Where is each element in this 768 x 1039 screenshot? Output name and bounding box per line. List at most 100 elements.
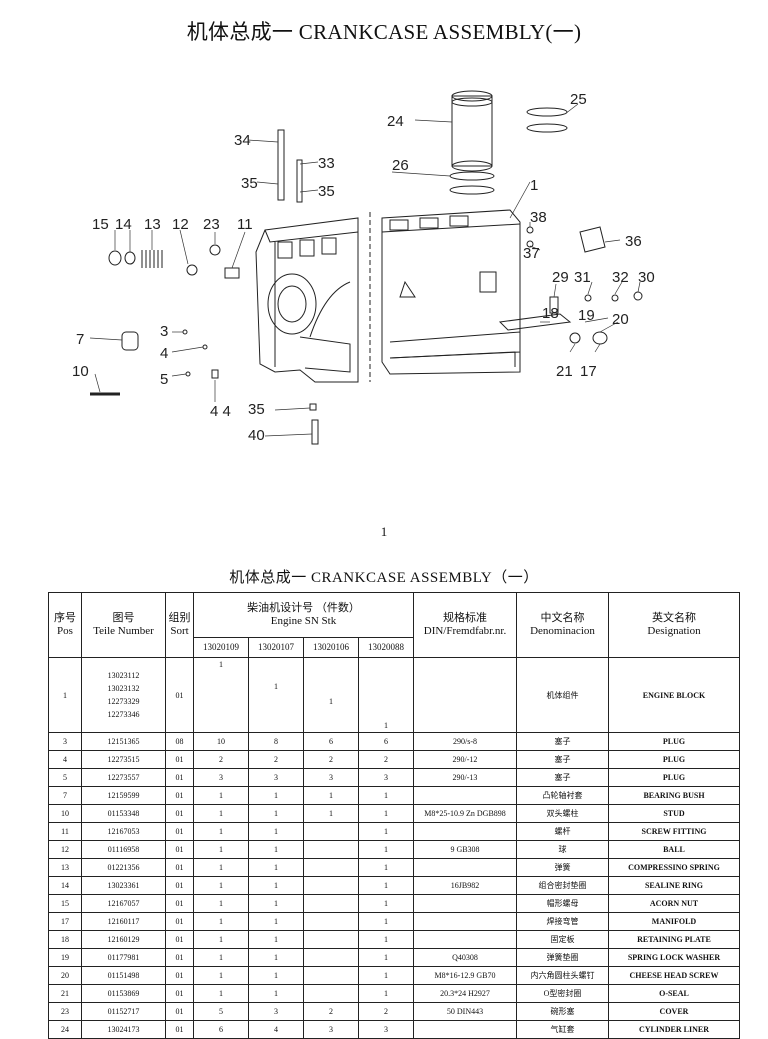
cell-part: 13024173 [81, 1020, 166, 1039]
cell-en: COVER [608, 1002, 740, 1021]
cell-sort: 01 [165, 948, 194, 967]
cell-sort: 01 [165, 840, 194, 859]
cell-sort: 01 [165, 984, 194, 1003]
block-left-outline [255, 217, 359, 383]
cell-pos: 1 [48, 657, 82, 733]
cell-q1: 1 [193, 966, 249, 985]
cell-q3: 2 [303, 750, 359, 769]
cell-part: 01153869 [81, 984, 166, 1003]
cell-q3: 2 [303, 1002, 359, 1021]
callout-36: 36 [625, 233, 642, 250]
cell-q4: 1 [358, 858, 414, 877]
cell-zh: 内六角圆柱头螺钉 [516, 966, 609, 985]
callout-5: 5 [160, 371, 168, 388]
callout-35-c: 35 [248, 401, 265, 418]
callout-3: 3 [160, 323, 168, 340]
cell-sort: 01 [165, 657, 194, 733]
cell-zh: 双头螺柱 [516, 804, 609, 823]
callout-30: 30 [638, 269, 655, 286]
cell-pos: 17 [48, 912, 82, 931]
cell-q2: 1 [248, 840, 304, 859]
cell-pos: 11 [48, 822, 82, 841]
cell-en: BALL [608, 840, 740, 859]
cell-std: 16JB982 [413, 876, 517, 895]
cell-sort: 01 [165, 768, 194, 787]
cell-en: ENGINE BLOCK [608, 657, 740, 733]
cell-q3: 3 [303, 1020, 359, 1039]
cell-pos: 13 [48, 858, 82, 877]
cell-q4: 1 [358, 786, 414, 805]
cell-pos: 19 [48, 948, 82, 967]
cell-std [413, 894, 517, 913]
callout-12: 12 [172, 216, 189, 233]
cell-q1: 2 [193, 750, 249, 769]
callout-20: 20 [612, 311, 629, 328]
cell-part: 12160117 [81, 912, 166, 931]
cell-q1: 3 [193, 768, 249, 787]
callout-37: 37 [523, 245, 540, 262]
cell-q1: 1 [193, 657, 249, 733]
cell-std: M8*16-12.9 GB70 [413, 966, 517, 985]
cell-zh: 凸轮轴衬套 [516, 786, 609, 805]
cell-q3 [303, 894, 359, 913]
cell-q2: 1 [248, 786, 304, 805]
cell-q3: 1 [303, 657, 359, 733]
callout-1: 1 [530, 177, 538, 194]
cell-std: Q40308 [413, 948, 517, 967]
cell-sort: 01 [165, 1002, 194, 1021]
callout-29: 29 [552, 269, 569, 286]
callout-24: 24 [387, 113, 404, 130]
cell-pos: 15 [48, 894, 82, 913]
cell-q3 [303, 876, 359, 895]
cell-q3 [303, 984, 359, 1003]
cell-en: CHEESE HEAD SCREW [608, 966, 740, 985]
cell-part: 13023361 [81, 876, 166, 895]
header-engine-sn: 柴油机设计号 （件数）Engine SN Stk [193, 592, 414, 638]
callout-7: 7 [76, 331, 84, 348]
callout-18: 18 [542, 305, 559, 322]
cell-sort: 01 [165, 930, 194, 949]
cell-pos: 24 [48, 1020, 82, 1039]
cell-q2: 1 [248, 894, 304, 913]
cell-part: 12167053 [81, 822, 166, 841]
callout-15: 15 [92, 216, 109, 233]
cell-part: 01151498 [81, 966, 166, 985]
cell-q4: 2 [358, 1002, 414, 1021]
cell-pos: 18 [48, 930, 82, 949]
cell-sort: 01 [165, 876, 194, 895]
cell-std: 50 DIN443 [413, 1002, 517, 1021]
header-sn-13020106: 13020106 [303, 637, 359, 658]
page-title: 机体总成一 CRANKCASE ASSEMBLY(一) [186, 20, 582, 44]
cell-std [413, 858, 517, 877]
cell-en: RETAINING PLATE [608, 930, 740, 949]
cell-q4: 3 [358, 1020, 414, 1039]
page-number: 1 [380, 524, 388, 539]
cell-part: 01153348 [81, 804, 166, 823]
cell-en: COMPRESSINO SPRING [608, 858, 740, 877]
cell-q4: 1 [358, 984, 414, 1003]
header-sn-13020107: 13020107 [248, 637, 304, 658]
callout-38: 38 [530, 209, 547, 226]
cell-q1: 1 [193, 894, 249, 913]
cell-sort: 01 [165, 912, 194, 931]
cell-pos: 23 [48, 1002, 82, 1021]
cell-zh: 螺杆 [516, 822, 609, 841]
cell-sort: 01 [165, 894, 194, 913]
cell-q3: 3 [303, 768, 359, 787]
cell-en: BEARING BUSH [608, 786, 740, 805]
cell-std [413, 1020, 517, 1039]
callout-33: 33 [318, 155, 335, 172]
cell-q3 [303, 822, 359, 841]
cell-pos: 4 [48, 750, 82, 769]
